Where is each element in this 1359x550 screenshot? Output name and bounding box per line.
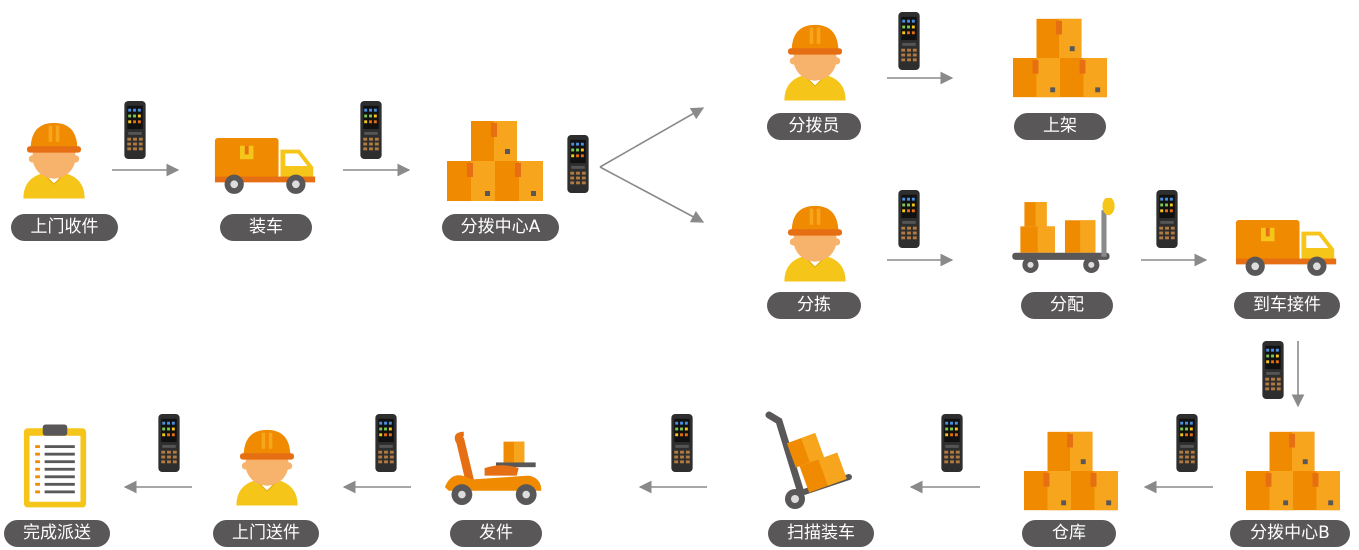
- handheld-scanner-icon: [898, 12, 920, 70]
- handheld-scanner-icon: [671, 414, 693, 472]
- step-label-ship: 发件: [450, 520, 542, 547]
- step-label-allocate: 分配: [1021, 292, 1113, 319]
- step-label-delivery: 上门送件: [213, 520, 319, 547]
- step-label-pickup: 上门收件: [11, 214, 118, 241]
- step-label-sort: 分拣: [767, 292, 861, 319]
- truck-icon: [214, 138, 316, 194]
- step-label-load: 装车: [220, 214, 312, 241]
- courier-icon: [783, 24, 847, 101]
- courier-icon: [783, 205, 847, 282]
- handheld-scanner-icon: [124, 101, 146, 159]
- step-label-warehouse: 仓库: [1022, 520, 1116, 547]
- step-label-arrival: 到车接件: [1234, 292, 1340, 319]
- step-label-shelve: 上架: [1014, 113, 1106, 140]
- handheld-scanner-icon: [1262, 341, 1284, 399]
- step-label-hub-b: 分拨中心B: [1230, 520, 1350, 547]
- step-label-scan-load: 扫描装车: [768, 520, 874, 547]
- step-label-dispatcher: 分拨员: [767, 113, 861, 140]
- truck-icon: [1235, 220, 1337, 276]
- handheld-scanner-icon: [898, 190, 920, 248]
- handheld-scanner-icon: [360, 101, 382, 159]
- cart-icon: [1012, 198, 1115, 273]
- boxes-icon: [447, 121, 543, 201]
- arrow-hub-a-dispatcher: [599, 107, 705, 168]
- courier-icon: [235, 429, 299, 506]
- boxes-icon: [1013, 18, 1107, 98]
- step-label-done: 完成派送: [4, 520, 110, 547]
- connectors: [112, 71, 1305, 494]
- handheld-scanner-icon: [941, 414, 963, 472]
- handheld-scanner-icon: [375, 414, 397, 472]
- handheld-scanner-icon: [1156, 190, 1178, 248]
- scanners: [124, 12, 1284, 472]
- handheld-scanner-icon: [567, 135, 589, 193]
- boxes-icon: [1024, 431, 1118, 511]
- clipboard-icon: [23, 424, 87, 508]
- handheld-scanner-icon: [158, 414, 180, 472]
- scooter-icon: [445, 434, 541, 505]
- boxes-icon: [1246, 431, 1340, 511]
- courier-icon: [22, 122, 86, 199]
- hand-truck-icon: [769, 415, 849, 509]
- handheld-scanner-icon: [1176, 414, 1198, 472]
- step-label-hub-a: 分拨中心A: [442, 214, 559, 241]
- arrow-hub-a-sort: [599, 166, 705, 223]
